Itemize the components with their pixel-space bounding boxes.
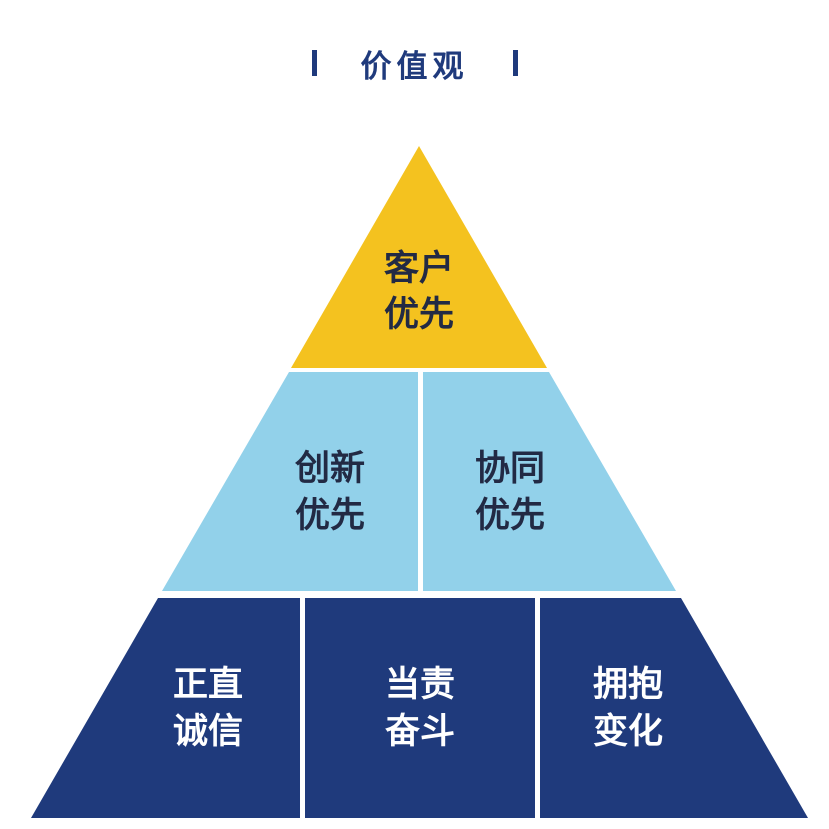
tier-top-block	[291, 146, 547, 368]
tier-middle-left-line2: 优先	[295, 496, 365, 536]
tier-middle-block-left	[162, 372, 418, 591]
tier-bottom-center-line2: 奋斗	[385, 712, 455, 752]
tier-middle-left-line1: 创新	[294, 449, 365, 489]
tier-middle-right-line1: 协同	[475, 449, 545, 489]
tier-bottom-right-line2: 变化	[593, 712, 663, 752]
tier-bottom-block-right	[540, 598, 808, 818]
header: 价值观	[0, 38, 829, 88]
tier-bottom-center-line1: 当责	[385, 665, 455, 705]
tier-bottom-left-line1: 正直	[173, 665, 243, 705]
tier-bottom-right-line1: 拥抱	[593, 665, 663, 705]
tier-top-line2: 优先	[384, 295, 454, 335]
tier-bottom-block-left	[31, 598, 300, 818]
title-left-bar	[311, 50, 317, 76]
tier-bottom-left-line2: 诚信	[173, 712, 243, 752]
tier-middle-block-right	[423, 372, 676, 591]
tier-middle-right-line2: 优先	[475, 496, 545, 536]
tier-top-line1: 客户	[384, 248, 454, 289]
page-title: 价值观	[360, 48, 469, 85]
tier-bottom-block-center	[305, 598, 535, 818]
title-right-bar	[512, 50, 518, 76]
